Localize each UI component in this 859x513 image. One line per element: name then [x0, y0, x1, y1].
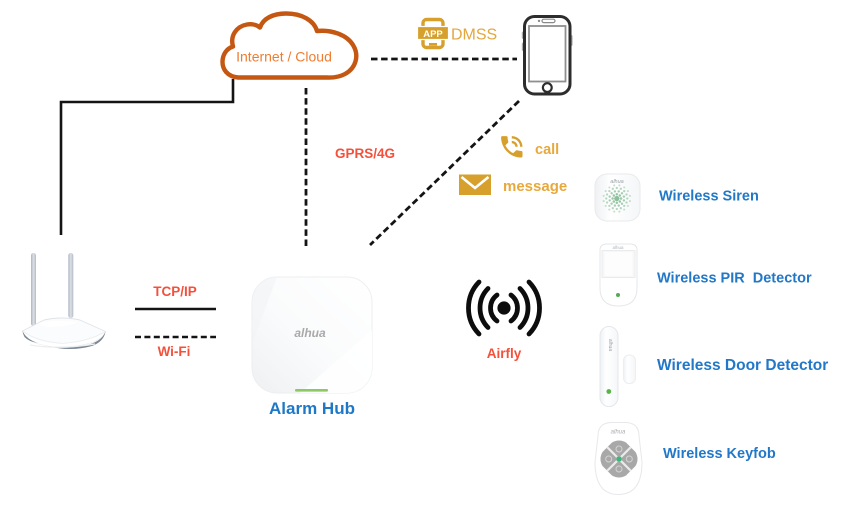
svg-text:TCP/IP: TCP/IP [153, 284, 197, 299]
svg-text:message: message [503, 178, 567, 195]
svg-text:alhua: alhua [611, 430, 626, 436]
svg-text:GPRS/4G: GPRS/4G [335, 146, 395, 161]
svg-text:Wireless Siren: Wireless Siren [659, 189, 759, 205]
svg-text:Airfly: Airfly [487, 346, 522, 361]
svg-text:Wireless Keyfob: Wireless Keyfob [663, 446, 776, 462]
svg-text:call: call [535, 142, 559, 158]
svg-text:alhua: alhua [610, 179, 623, 185]
svg-text:Internet / Cloud: Internet / Cloud [236, 49, 332, 65]
svg-text:Wi-Fi: Wi-Fi [158, 344, 191, 359]
svg-text:APP: APP [423, 29, 443, 40]
svg-text:Wireless PIR Detector: Wireless PIR Detector [657, 271, 812, 287]
svg-text:Wireless Door Detector: Wireless Door Detector [657, 357, 828, 374]
svg-text:Alarm Hub: Alarm Hub [269, 399, 355, 418]
svg-text:DMSS: DMSS [451, 27, 497, 44]
svg-text:alhua: alhua [607, 339, 613, 351]
svg-text:alhua: alhua [612, 245, 624, 250]
svg-text:alhua: alhua [294, 326, 326, 340]
